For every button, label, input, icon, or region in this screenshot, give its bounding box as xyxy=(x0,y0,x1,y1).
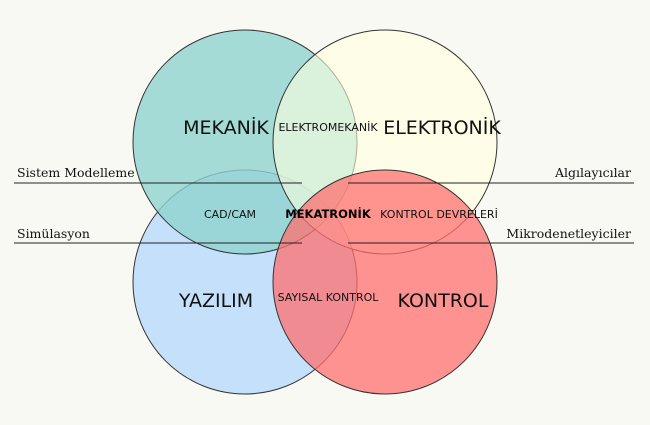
side-label-algilayicilar: Algılayıcılar xyxy=(554,165,631,180)
label-kontrol: KONTROL xyxy=(398,290,489,312)
label-elektromekanik: ELEKTROMEKANİK xyxy=(278,121,378,134)
label-elektronik: ELEKTRONİK xyxy=(383,116,501,139)
label-mekanik: MEKANİK xyxy=(183,116,269,139)
side-label-sistem-modelleme: Sistem Modelleme xyxy=(17,165,135,180)
circle-kontrol xyxy=(272,169,498,395)
label-kontrol-devreleri: KONTROL DEVRELERİ xyxy=(380,208,498,221)
label-yazilim: YAZILIM xyxy=(178,290,253,312)
label-sayisal-kontrol: SAYISAL KONTROL xyxy=(278,291,380,304)
side-label-mikrodenetleyiciler: Mikrodenetleyiciler xyxy=(506,226,631,241)
label-cad-cam: CAD/CAM xyxy=(204,208,256,221)
label-mekatronik: MEKATRONİK xyxy=(285,206,372,221)
side-label-simulasyon: Simülasyon xyxy=(17,226,90,241)
